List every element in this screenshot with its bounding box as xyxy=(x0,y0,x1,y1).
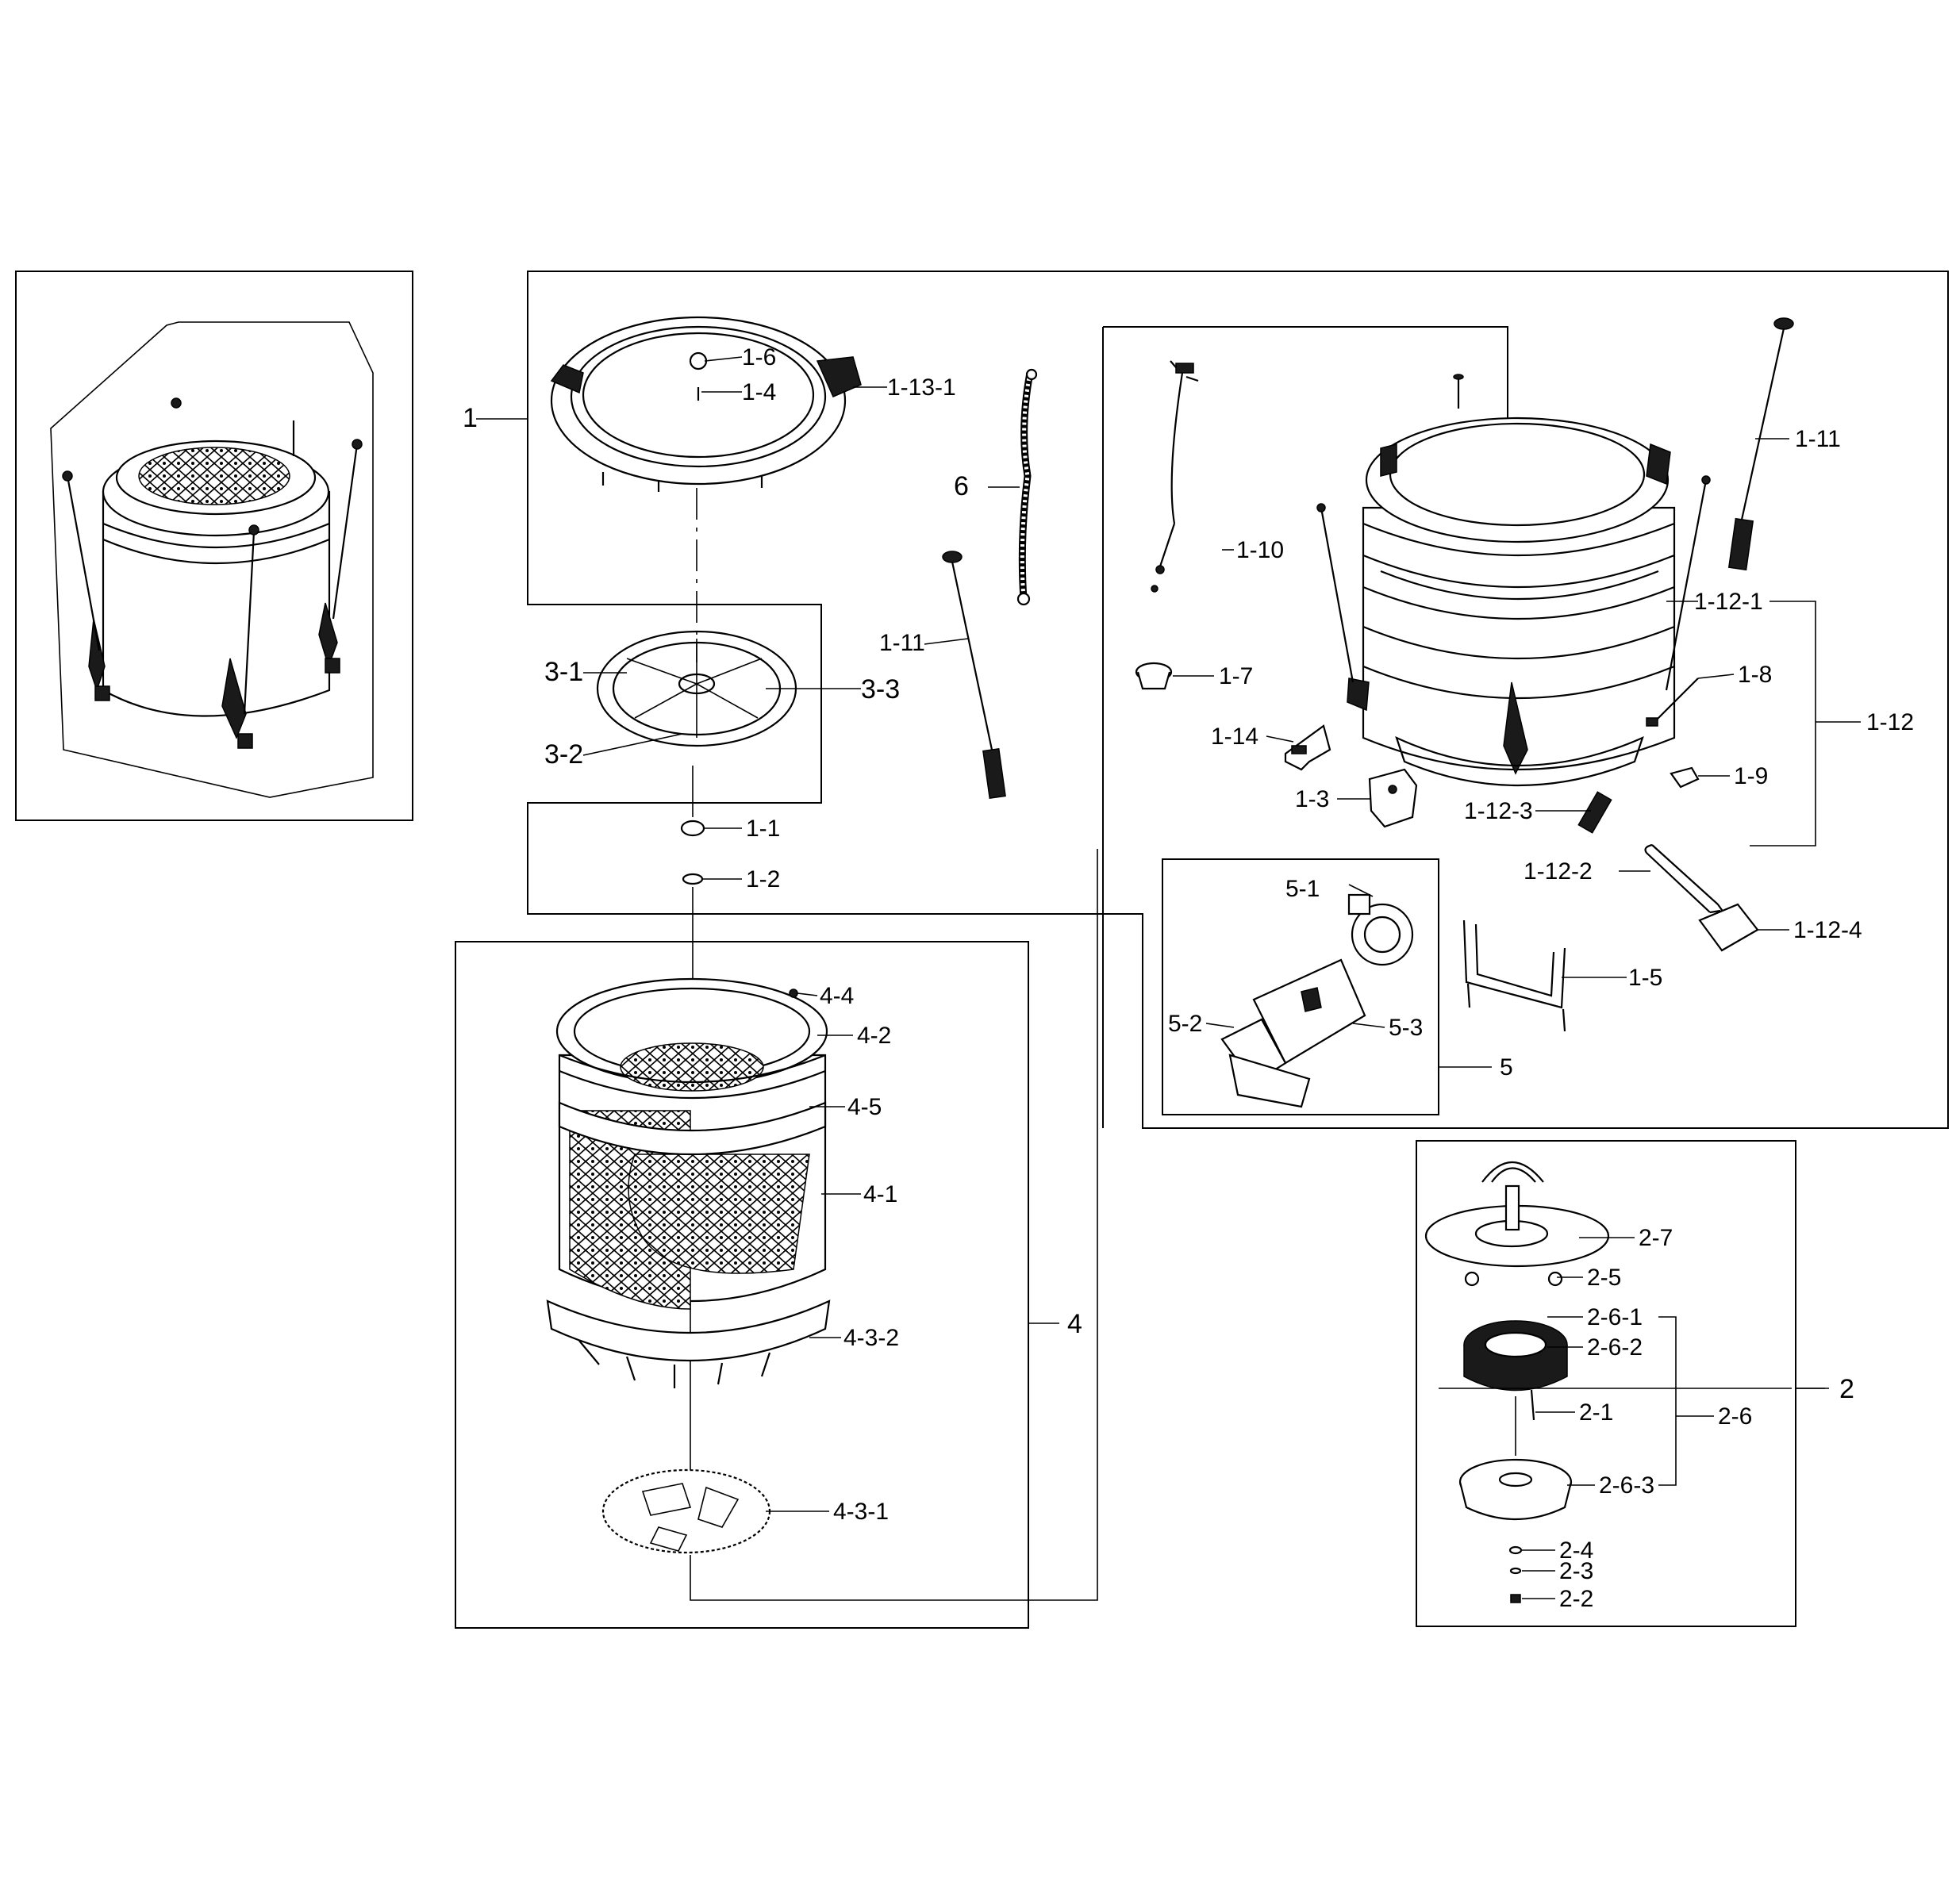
label-1-7: 1-7 xyxy=(1219,663,1253,689)
label-1-9: 1-9 xyxy=(1734,763,1768,789)
part-1-8 xyxy=(1646,678,1699,727)
overview-outline xyxy=(50,321,374,798)
label-1-6: 1-6 xyxy=(742,344,776,370)
label-1-12-1: 1-12-1 xyxy=(1694,589,1763,615)
label-1-11-right: 1-11 xyxy=(1795,426,1841,452)
callout-labels: 1 1-6 1-4 1-13-1 6 1-11 3-1 3-3 3-2 1-1 … xyxy=(463,344,1914,1612)
part-1-3 xyxy=(1368,768,1418,828)
label-4-2: 4-2 xyxy=(857,1023,891,1049)
label-3-3: 3-3 xyxy=(861,674,900,704)
hose-icon xyxy=(1016,368,1038,606)
label-1-12-3: 1-12-3 xyxy=(1464,798,1533,824)
part-1-9 xyxy=(1670,766,1700,789)
label-1-8: 1-8 xyxy=(1738,662,1772,688)
label-2-5: 2-5 xyxy=(1587,1265,1621,1291)
motor-assembly-icon xyxy=(1424,1161,1610,1603)
label-1-5: 1-5 xyxy=(1628,965,1662,991)
label-2-6-3: 2-6-3 xyxy=(1599,1472,1654,1499)
label-1-12-4: 1-12-4 xyxy=(1793,917,1862,943)
nut-1-1 xyxy=(680,820,705,837)
tub-cover-icon xyxy=(550,316,862,492)
label-1-14: 1-14 xyxy=(1211,724,1258,750)
plate-4-3-1 xyxy=(601,1468,771,1554)
label-1-12-2: 1-12-2 xyxy=(1524,858,1593,885)
label-1-13-1: 1-13-1 xyxy=(887,374,956,401)
label-5-3: 5-3 xyxy=(1389,1015,1423,1041)
label-1: 1 xyxy=(463,403,478,433)
label-1-11-left: 1-11 xyxy=(879,630,925,656)
suspension-rod-icon-right xyxy=(1727,317,1794,571)
outer-tub-icon xyxy=(1316,374,1711,787)
label-5-2: 5-2 xyxy=(1168,1011,1202,1037)
label-2-7: 2-7 xyxy=(1639,1225,1673,1251)
part-1-14 xyxy=(1284,724,1331,771)
label-4-1: 4-1 xyxy=(863,1181,897,1207)
label-5-1: 5-1 xyxy=(1285,876,1320,902)
label-4-3-1: 4-3-1 xyxy=(833,1499,889,1525)
label-2-3: 2-3 xyxy=(1559,1558,1593,1584)
overview-frame xyxy=(15,271,413,821)
label-1-3: 1-3 xyxy=(1295,786,1329,812)
label-1-12: 1-12 xyxy=(1866,709,1914,735)
label-3-2: 3-2 xyxy=(544,739,583,770)
label-2-1: 2-1 xyxy=(1579,1399,1613,1426)
inner-basket-icon xyxy=(546,977,831,1388)
label-1-4: 1-4 xyxy=(742,379,776,405)
label-2-6: 2-6 xyxy=(1718,1403,1752,1430)
label-2-4: 2-4 xyxy=(1559,1537,1593,1564)
wire-harness-1-10 xyxy=(1151,360,1199,593)
label-1-1: 1-1 xyxy=(746,816,780,842)
label-2: 2 xyxy=(1839,1374,1854,1404)
cap-1-7 xyxy=(1135,662,1173,690)
label-1-10: 1-10 xyxy=(1236,537,1284,563)
part-1-12-3 xyxy=(1577,791,1612,834)
suspension-rod-icon xyxy=(942,551,1006,799)
label-2-2: 2-2 xyxy=(1559,1586,1593,1612)
group-5-frame xyxy=(1162,858,1439,1115)
bracket-icon xyxy=(1462,919,1566,1032)
assembled-washer-tub-icon xyxy=(62,397,363,749)
overview-panel xyxy=(15,271,413,821)
label-2-6-1: 2-6-1 xyxy=(1587,1304,1643,1330)
label-4-5: 4-5 xyxy=(847,1094,882,1120)
label-4: 4 xyxy=(1067,1309,1082,1339)
group-4-frame xyxy=(455,941,1029,1629)
washer-1-2 xyxy=(682,873,704,885)
leader-lines xyxy=(476,356,1861,1599)
drain-pump-icon xyxy=(1220,893,1414,1108)
heater-icon xyxy=(1644,843,1724,914)
label-6: 6 xyxy=(954,471,969,501)
label-5: 5 xyxy=(1500,1054,1513,1081)
label-4-4: 4-4 xyxy=(820,983,854,1009)
group-2-frame xyxy=(1416,1140,1796,1627)
label-4-3-2: 4-3-2 xyxy=(843,1325,899,1351)
label-2-6-2: 2-6-2 xyxy=(1587,1334,1643,1361)
label-1-2: 1-2 xyxy=(746,866,780,892)
label-3-1: 3-1 xyxy=(544,657,583,687)
